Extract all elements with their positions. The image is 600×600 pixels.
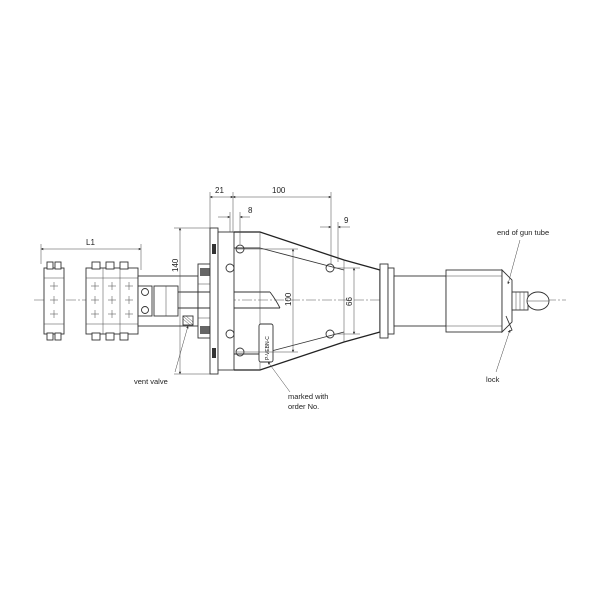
dimension-9-label: 9	[344, 216, 349, 225]
valve-block-left	[43, 261, 65, 341]
order-nameplate: P-VEBN-C	[258, 323, 274, 363]
dimension-100-top-label: 100	[272, 186, 286, 195]
tube-flange	[379, 263, 395, 339]
label-order-no: order No.	[288, 402, 319, 411]
cone-housing	[225, 231, 381, 371]
annotation-leaders	[174, 239, 521, 393]
label-marked-with: marked with	[288, 392, 328, 401]
dimension-8-label: 8	[248, 206, 253, 215]
dimension-l1: L1	[40, 238, 142, 270]
dimension-21-label: 21	[215, 186, 224, 195]
dimension-9: 9	[320, 216, 350, 262]
dimension-l1-label: L1	[86, 238, 95, 247]
dimension-8: 8	[218, 206, 253, 244]
gun-tube	[393, 268, 513, 334]
label-lock: lock	[486, 375, 500, 384]
dimension-100-vertical-label: 100	[284, 292, 293, 306]
tube-lock	[505, 291, 550, 333]
dimension-21: 21	[209, 186, 234, 232]
nameplate-text: P-VEBN-C	[265, 336, 271, 360]
dimension-66-label: 66	[345, 297, 354, 306]
label-vent-valve: vent valve	[134, 377, 168, 386]
dimension-140-label: 140	[171, 258, 180, 272]
mounting-flange	[209, 227, 235, 375]
bolt-holes	[225, 244, 335, 357]
dimension-100-top: 100	[232, 186, 332, 264]
dimension-100-vertical: 100	[236, 248, 298, 353]
dimension-66: 66	[334, 267, 360, 335]
vent-valve	[182, 315, 194, 326]
dimension-140: 140	[171, 227, 210, 375]
valve-block-stack	[85, 261, 139, 341]
label-end-of-gun-tube: end of gun tube	[497, 228, 549, 237]
coupling-block	[137, 263, 215, 339]
